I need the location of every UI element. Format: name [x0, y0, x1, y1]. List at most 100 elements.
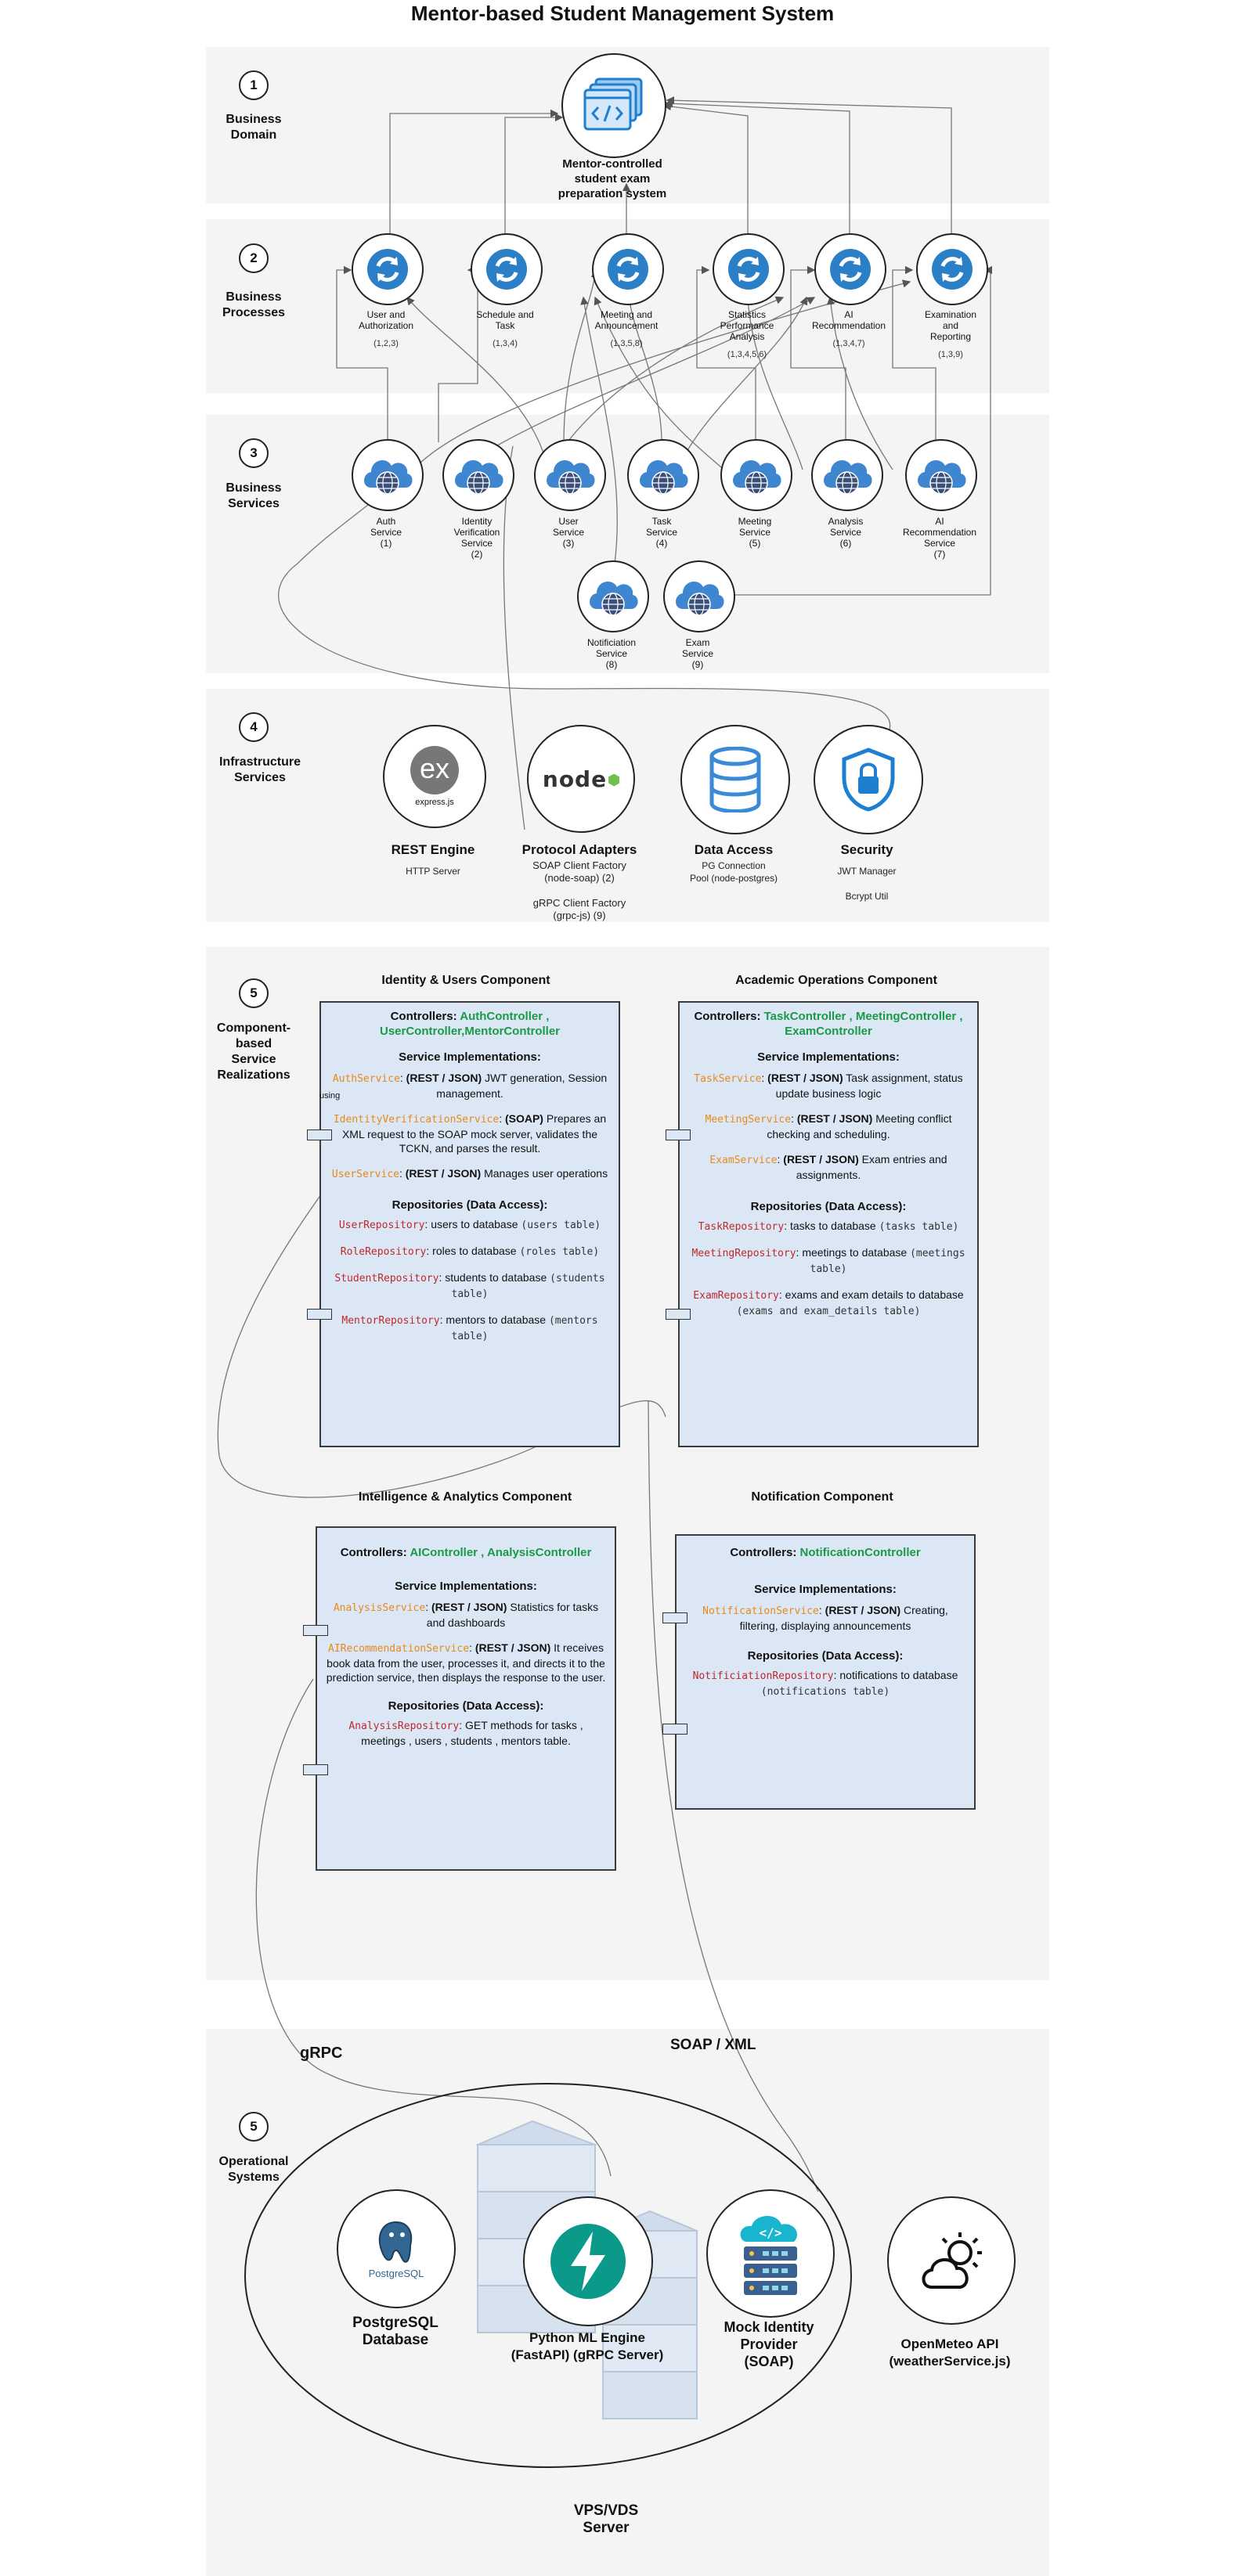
server-code-icon: </> [740, 2215, 798, 2295]
notification-repo-heading: Repositories (Data Access): [747, 1649, 904, 1663]
repository-name: RoleRepository [340, 1246, 427, 1258]
cloud-globe-icon [918, 460, 966, 495]
layer-1-name: Business Domain [226, 113, 282, 142]
service-node[interactable] [663, 560, 735, 632]
service-impl-item: UserService: (REST / JSON) Manages user … [331, 1167, 608, 1180]
security-node[interactable] [814, 725, 923, 834]
service-node[interactable] [720, 439, 792, 511]
layer-6-number: 5 [239, 2112, 269, 2142]
repository-item: UserRepository: users to database (users… [338, 1218, 601, 1231]
refresh-cycle-icon [486, 249, 527, 290]
process-label: Meeting and Announcement [594, 309, 659, 331]
identity-port-2 [307, 1309, 332, 1320]
service-node[interactable] [534, 439, 606, 511]
repository-name: MeetingRepository [691, 1248, 796, 1259]
service-impl-item: ExamService: (REST / JSON) Exam entries … [709, 1153, 947, 1181]
fastapi-bolt-icon [550, 2224, 626, 2299]
domain-node[interactable] [561, 53, 666, 158]
intelligence-component-title: Intelligence & Analytics Component [358, 1490, 572, 1504]
service-node[interactable] [627, 439, 699, 511]
python-ml-node[interactable] [523, 2196, 653, 2326]
repository-item: StudentRepository: students to database … [334, 1271, 605, 1300]
process-label: Examination and Reporting [924, 309, 977, 342]
cloud-globe-icon [455, 460, 503, 495]
process-node[interactable] [352, 233, 424, 305]
service-node[interactable] [352, 439, 424, 511]
service-label: Task Service (4) [645, 516, 677, 549]
service-impl-desc: It receives book data from the user, pro… [326, 1641, 606, 1684]
service-label: Identity Verification Service (2) [453, 516, 500, 560]
openmeteo-node[interactable] [887, 2196, 1016, 2325]
service-node[interactable] [905, 439, 977, 511]
layer-1-number: 1 [239, 70, 269, 100]
academic-component-title: Academic Operations Component [735, 974, 937, 987]
identity-controllers[interactable]: AuthController , UserController,MentorCo… [379, 1010, 561, 1038]
layer-3-name: Business Services [226, 481, 282, 510]
service-impl-item: MeetingService: (REST / JSON) Meeting co… [705, 1112, 952, 1140]
intelligence-repo-heading: Repositories (Data Access): [388, 1699, 544, 1713]
postgres-node[interactable]: PostgreSQL [337, 2189, 456, 2308]
data-access-sub: PG Connection Pool (node-postgres) [689, 860, 778, 884]
intelligence-port-2 [303, 1764, 328, 1775]
intelligence-controllers-label: Controllers: [340, 1546, 407, 1559]
service-impl-desc: Task assignment, status update business … [775, 1072, 963, 1100]
repository-name: MentorRepository [341, 1315, 440, 1327]
protocol-adapters-node[interactable]: node [527, 725, 635, 833]
process-node[interactable] [814, 233, 886, 305]
repository-desc: GET methods for tasks , meetings , users… [361, 1719, 583, 1747]
process-code: (1,3,4,7) [832, 339, 865, 348]
academic-controllers[interactable]: TaskController , MeetingController , Exa… [763, 1010, 963, 1038]
nodejs-logo-icon: node [543, 766, 620, 792]
service-node[interactable] [577, 560, 649, 632]
cloud-globe-icon [364, 460, 413, 495]
refresh-cycle-icon [728, 249, 769, 290]
repository-name: NotificiationRepository [692, 1670, 834, 1682]
mock-identity-node[interactable]: </> [706, 2189, 835, 2318]
rest-engine-node[interactable]: ex express.js [383, 725, 486, 828]
process-code: (1,3,4) [493, 339, 518, 348]
process-node[interactable] [713, 233, 785, 305]
service-label: Analysis Service (6) [828, 516, 864, 549]
repository-item: NotificiationRepository: notifications t… [692, 1669, 958, 1698]
intelligence-controllers[interactable]: AIController , AnalysisController [410, 1546, 592, 1559]
repository-table: (users table) [521, 1220, 601, 1231]
process-label: AI Recommendation [811, 309, 886, 331]
process-node[interactable] [471, 233, 543, 305]
notification-controllers[interactable]: NotificationController [799, 1546, 921, 1559]
service-impl-name: IdentityVerificationService [333, 1114, 500, 1126]
service-node[interactable] [811, 439, 883, 511]
process-node[interactable] [592, 233, 664, 305]
process-node[interactable] [916, 233, 988, 305]
repository-table: (exams and exam_details table) [736, 1306, 921, 1317]
layer-4-number: 4 [239, 712, 269, 742]
service-impl-protocol: (REST / JSON) [405, 1167, 482, 1180]
repository-item: RoleRepository: roles to database (roles… [340, 1245, 600, 1258]
express-logo-caption: express.js [415, 798, 454, 807]
academic-port-2 [666, 1309, 691, 1320]
service-impl-desc: Statistics for tasks and dashboards [426, 1601, 599, 1629]
layer-3-number: 3 [239, 438, 269, 468]
layer-5-name: Component- based Service Realizations [216, 1021, 291, 1082]
repository-desc: exams and exam details to database [785, 1288, 964, 1301]
security-title: Security [840, 842, 893, 857]
postgresql-logo-icon [378, 2221, 413, 2263]
service-impl-name: AuthService [332, 1073, 400, 1085]
service-impl-item: AIRecommendationService: (REST / JSON) I… [326, 1641, 606, 1684]
academic-impl-heading: Service Implementations: [757, 1050, 900, 1064]
process-label: Statistics Performance Analysis [720, 309, 774, 342]
repository-desc: roles to database [432, 1245, 517, 1257]
rest-engine-title: REST Engine [391, 842, 475, 857]
service-node[interactable] [442, 439, 514, 511]
layer-5-number: 5 [239, 978, 269, 1008]
identity-repo-heading: Repositories (Data Access): [392, 1198, 548, 1212]
notification-component-box: Controllers: NotificationController Serv… [675, 1534, 976, 1810]
cloud-globe-icon [547, 460, 595, 495]
postgres-title: PostgreSQL Database [352, 2315, 438, 2348]
repository-table: (roles table) [519, 1246, 600, 1258]
security-sub: JWT Manager Bcrypt Util [837, 866, 897, 902]
code-window-icon [583, 77, 643, 131]
refresh-cycle-icon [367, 249, 408, 290]
identity-port-1 [307, 1129, 332, 1140]
data-access-node[interactable] [680, 725, 790, 834]
notification-controllers-label: Controllers: [730, 1546, 797, 1559]
